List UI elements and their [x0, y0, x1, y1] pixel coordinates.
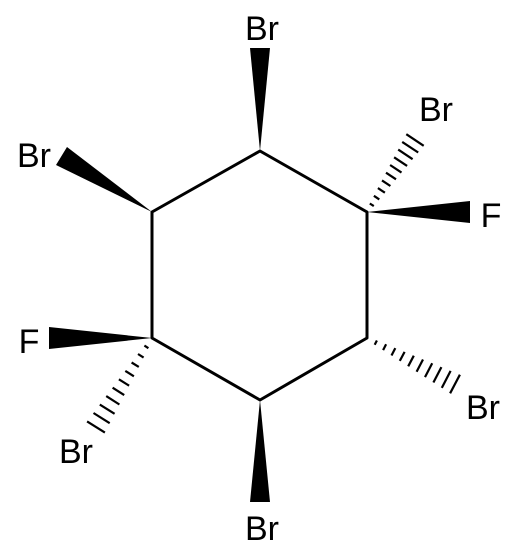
wedge-bond-upper-left-br	[56, 147, 152, 212]
hash-stroke	[124, 369, 135, 378]
hash-stroke	[407, 355, 415, 367]
atom-label-lower-right-br: Br	[466, 389, 500, 427]
hash-stroke	[390, 347, 397, 357]
hash-stroke	[112, 386, 125, 397]
hash-stroke	[382, 343, 388, 351]
hash-stroke	[92, 412, 111, 425]
hash-stroke	[373, 339, 378, 346]
hash-stroke	[389, 164, 403, 174]
hash-stroke	[449, 374, 461, 394]
atom-label-left-f: F	[19, 323, 40, 361]
hash-stroke	[377, 187, 386, 194]
atom-label-right-f: F	[481, 197, 502, 235]
hash-stroke	[405, 133, 425, 147]
hash-stroke	[137, 353, 145, 359]
hash-stroke	[99, 403, 116, 415]
hash-stroke	[397, 148, 414, 161]
hash-stroke	[393, 156, 408, 167]
hash-bond-upper-right-br	[369, 133, 425, 208]
hash-stroke	[86, 420, 106, 434]
hash-stroke	[440, 370, 452, 389]
hash-stroke	[131, 361, 140, 368]
hash-stroke	[143, 344, 149, 350]
cyclohexane-ring	[150, 149, 369, 402]
hash-stroke	[415, 358, 424, 373]
hash-stroke	[401, 140, 419, 154]
atom-label-bottom-br: Br	[245, 510, 279, 548]
hash-stroke	[369, 202, 375, 208]
wedge-bond-top-br	[250, 48, 270, 151]
atom-label-upper-left-br: Br	[17, 137, 51, 175]
hash-stroke	[398, 351, 406, 362]
hash-stroke	[105, 395, 120, 406]
hash-stroke	[118, 378, 130, 387]
hash-stroke	[381, 179, 392, 187]
atom-label-lower-left-br: Br	[59, 433, 93, 471]
hash-stroke	[385, 171, 397, 181]
wedge-bond-right-f	[367, 201, 470, 223]
hash-bond-lower-right-br	[373, 339, 461, 394]
hash-stroke	[424, 362, 434, 378]
wedge-bond-left-f	[49, 327, 152, 349]
hash-stroke	[432, 366, 443, 384]
atom-label-upper-right-br: Br	[419, 91, 453, 129]
wedge-bond-bottom-br	[250, 400, 270, 502]
atom-label-top-br: Br	[245, 10, 279, 48]
hash-bond-lower-left-br	[86, 344, 149, 434]
hash-stroke	[373, 194, 380, 201]
